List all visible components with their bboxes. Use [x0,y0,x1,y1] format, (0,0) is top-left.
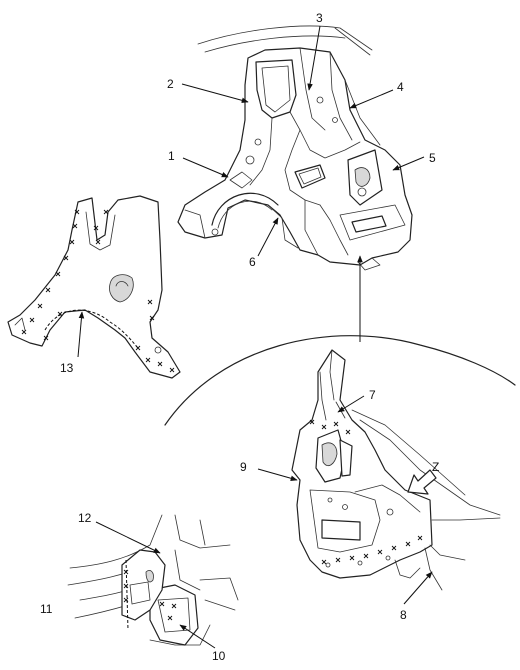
detail-view [164,335,516,591]
callout-12: 12 [78,511,92,525]
callout-3: 3 [316,11,323,25]
quarter-panel-assembly [177,25,413,271]
callout-5: 5 [429,151,436,165]
callout-leaders [77,25,433,649]
callout-7: 7 [369,388,376,402]
callout-1: 1 [168,149,175,163]
callout-2: 2 [167,77,174,91]
weld-marks [21,209,175,373]
view-z-label: Z [432,460,439,474]
callout-8: 8 [400,608,407,622]
callout-9: 9 [240,460,247,474]
callout-10: 10 [212,649,226,663]
callout-11: 11 [40,602,53,616]
callout-6: 6 [249,255,256,269]
corner-detail-view [67,514,239,646]
callout-4: 4 [397,80,404,94]
view-z-arrow [407,469,437,495]
callout-13: 13 [60,361,74,375]
outer-quarter-panel-part [7,195,181,379]
